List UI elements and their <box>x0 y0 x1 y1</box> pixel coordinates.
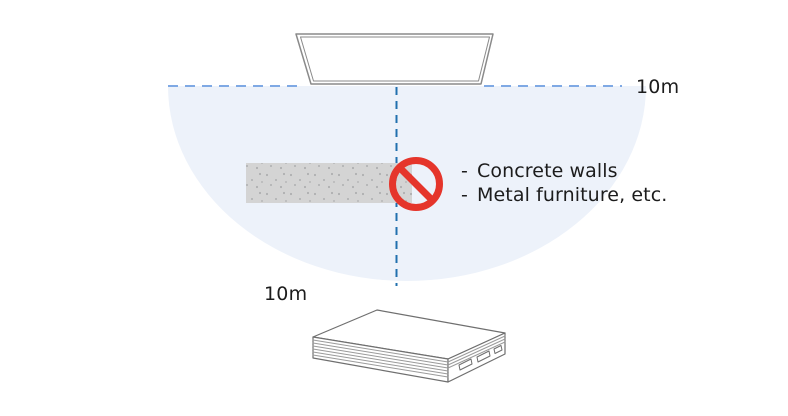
obstruction-list: - Concrete walls - Metal furniture, etc. <box>461 160 667 208</box>
obstruction-item: - Metal furniture, etc. <box>461 184 667 208</box>
bottom-range-label: 10m <box>264 283 308 305</box>
obstruction-bullet: - <box>461 184 468 206</box>
obstruction-item: - Concrete walls <box>461 160 667 184</box>
ceiling-device <box>295 33 494 85</box>
box-right-striations <box>447 335 506 369</box>
concrete-wall <box>246 163 412 203</box>
top-range-label: 10m <box>636 76 680 98</box>
obstruction-item-label: Metal furniture, etc. <box>477 184 668 206</box>
box-front-striations <box>312 339 449 378</box>
obstruction-item-label: Concrete walls <box>477 160 618 182</box>
ceiling-device-inner-frame <box>300 36 490 82</box>
obstruction-bullet: - <box>461 160 468 182</box>
prohibition-icon <box>389 157 443 211</box>
box-ports <box>458 345 503 371</box>
one-connect-box <box>312 309 506 383</box>
